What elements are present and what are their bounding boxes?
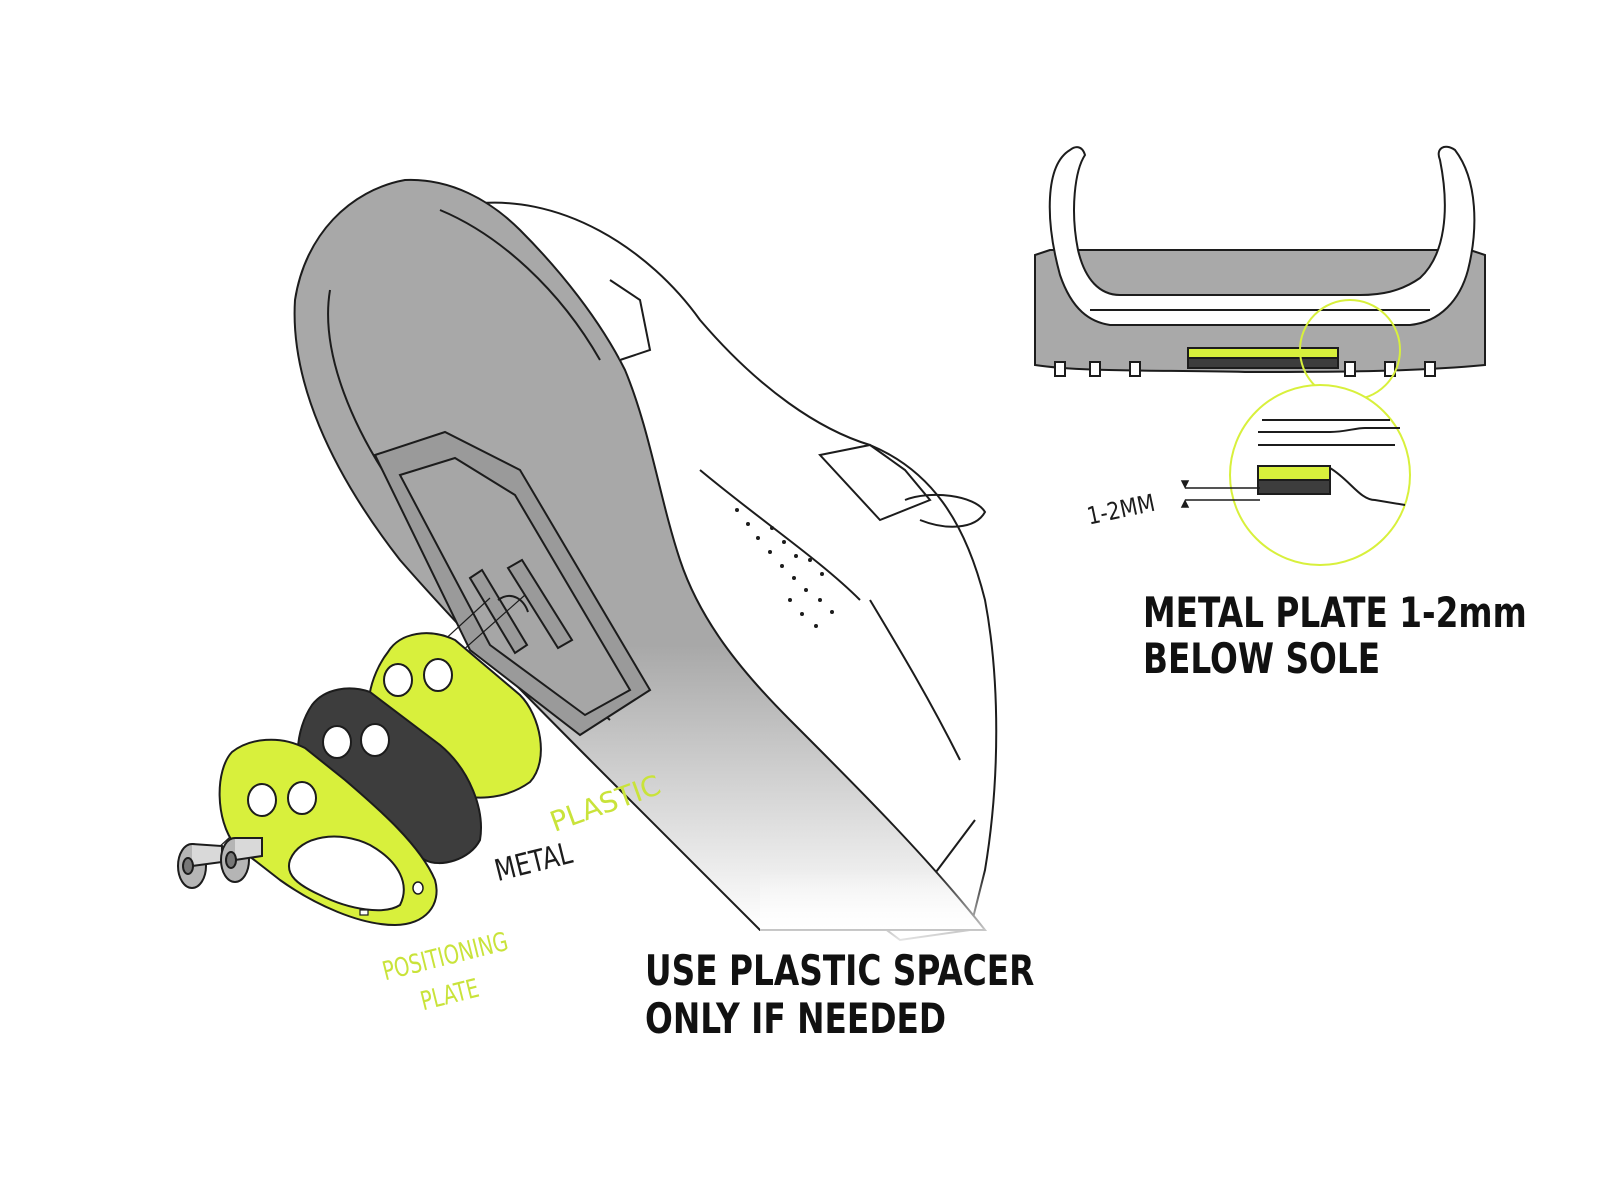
perforation-dots [735, 508, 834, 628]
zoom-detail [1257, 419, 1406, 506]
bolt [177, 843, 223, 889]
metal-caption-line2: BELOW SOLE [1143, 634, 1381, 683]
metal-plate [296, 687, 482, 865]
spacer-caption-line1: USE PLASTIC SPACER [645, 946, 1035, 995]
shoe-cross-section [1034, 145, 1486, 377]
positioning-plate [218, 738, 438, 927]
bolt [220, 837, 263, 883]
metal-caption-line1: METAL PLATE 1-2mm [1143, 588, 1527, 637]
bolts [177, 837, 263, 889]
spacer-caption-line2: ONLY IF NEEDED [645, 994, 947, 1043]
cleat-recess [373, 430, 652, 737]
measurement-marks [1180, 480, 1260, 508]
